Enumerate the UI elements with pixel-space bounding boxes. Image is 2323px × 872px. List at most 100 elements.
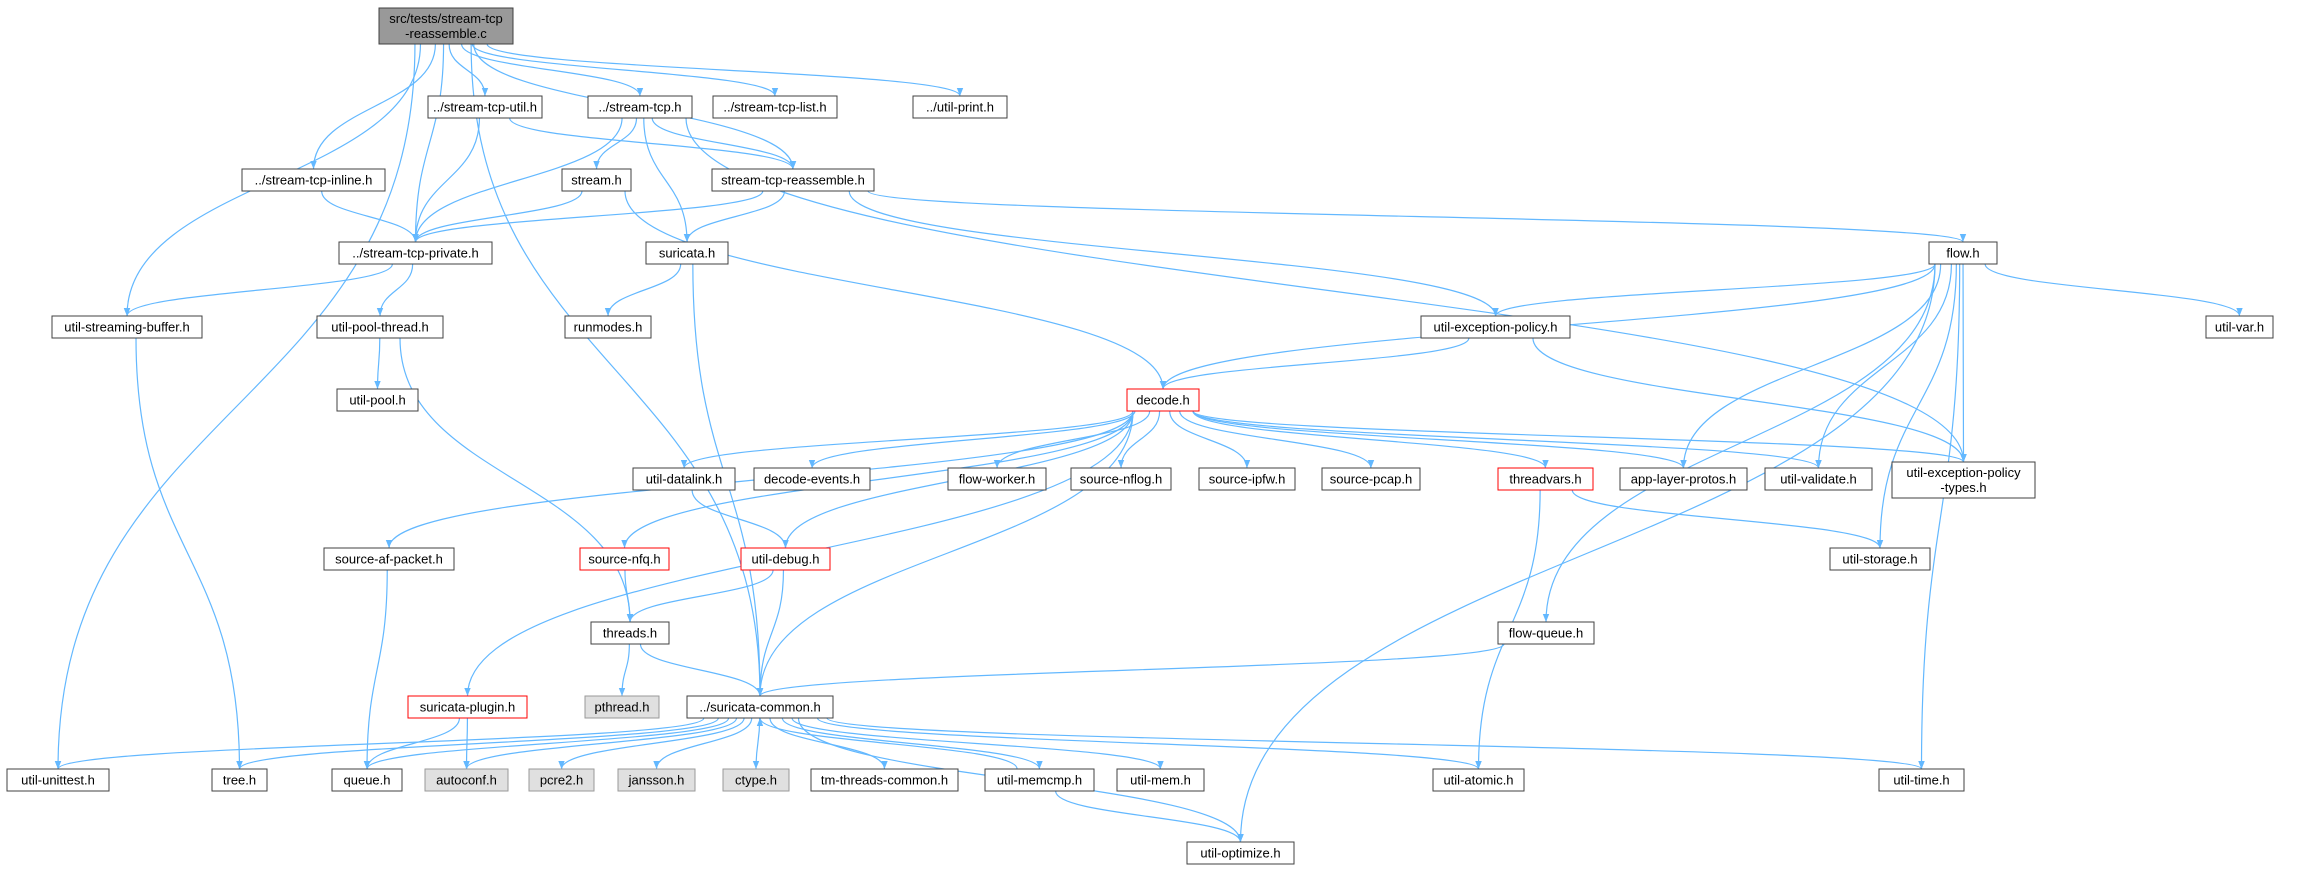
node-box	[1928, 241, 1998, 265]
node-queue-h[interactable]: queue.h	[331, 768, 403, 792]
node-source-nfq[interactable]: source-nfq.h	[579, 547, 670, 571]
edge-flow_queue-to-suricata_common	[757, 643, 1505, 697]
node-box	[584, 695, 660, 719]
node-label: util-debug.h	[752, 552, 820, 567]
node-stream-tcp-reassemble[interactable]: stream-tcp-reassemble.h	[711, 168, 875, 192]
node-util-streaming-buffer[interactable]: util-streaming-buffer.h	[51, 315, 203, 339]
node-label: util-memcmp.h	[997, 773, 1082, 788]
node-stream-tcp[interactable]: ../stream-tcp.h	[587, 95, 693, 119]
node-util-time[interactable]: util-time.h	[1878, 768, 1965, 792]
node-root[interactable]: src/tests/stream-tcp-reassemble.c	[378, 7, 514, 45]
node-label: flow-worker.h	[959, 472, 1036, 487]
node-pcre2-h[interactable]: pcre2.h	[528, 768, 595, 792]
edge-stream_tcp_reassemble-to-stream_tcp_private	[412, 190, 764, 243]
node-label: flow-queue.h	[1509, 626, 1583, 641]
edge-flow_h-to-util_var	[1984, 263, 2243, 317]
node-box	[912, 95, 1008, 119]
node-util-datalink[interactable]: util-datalink.h	[632, 467, 736, 491]
node-util-atomic[interactable]: util-atomic.h	[1432, 768, 1525, 792]
node-label: queue.h	[344, 773, 391, 788]
node-box	[1891, 461, 2036, 499]
node-label: suricata-plugin.h	[420, 700, 515, 715]
node-util-pool[interactable]: util-pool.h	[336, 388, 419, 412]
node-source-ipfw[interactable]: source-ipfw.h	[1198, 467, 1296, 491]
node-box	[1126, 388, 1200, 412]
node-threadvars[interactable]: threadvars.h	[1497, 467, 1594, 491]
edge-root-to-util_unittest	[54, 43, 416, 770]
node-box	[810, 768, 959, 792]
node-tm-threads-common[interactable]: tm-threads-common.h	[810, 768, 959, 792]
node-source-af-packet[interactable]: source-af-packet.h	[323, 547, 455, 571]
node-util-memcmp[interactable]: util-memcmp.h	[984, 768, 1095, 792]
node-decode-h[interactable]: decode.h	[1126, 388, 1200, 412]
node-app-layer-protos[interactable]: app-layer-protos.h	[1619, 467, 1748, 491]
node-threads-h[interactable]: threads.h	[590, 621, 670, 645]
node-autoconf-h[interactable]: autoconf.h	[424, 768, 509, 792]
node-jansson-h[interactable]: jansson.h	[617, 768, 696, 792]
node-box	[712, 95, 838, 119]
node-box	[617, 768, 696, 792]
node-ctype-h[interactable]: ctype.h	[722, 768, 790, 792]
node-util-exception-policy-types[interactable]: util-exception-policy-types.h	[1891, 461, 2036, 499]
node-suricata-plugin[interactable]: suricata-plugin.h	[407, 695, 528, 719]
node-box	[753, 467, 871, 491]
node-label: util-exception-policy-types.h	[1906, 465, 2021, 495]
node-label: util-pool.h	[349, 393, 405, 408]
node-label: ../stream-tcp.h	[598, 100, 681, 115]
edge-util_datalink-to-util_debug	[691, 489, 789, 549]
node-suricata-h[interactable]: suricata.h	[645, 241, 729, 265]
node-label: decode.h	[1136, 393, 1190, 408]
node-flow-worker[interactable]: flow-worker.h	[947, 467, 1047, 491]
node-box	[1116, 768, 1205, 792]
node-label: source-ipfw.h	[1209, 472, 1286, 487]
node-label: util-mem.h	[1130, 773, 1191, 788]
node-runmodes[interactable]: runmodes.h	[564, 315, 652, 339]
node-box	[722, 768, 790, 792]
edge-decode_h-to-source_nflog	[1117, 410, 1161, 469]
node-util-validate[interactable]: util-validate.h	[1764, 467, 1873, 491]
node-box	[1186, 841, 1295, 865]
node-box	[984, 768, 1095, 792]
node-decode-events[interactable]: decode-events.h	[753, 467, 871, 491]
node-util-storage[interactable]: util-storage.h	[1829, 547, 1931, 571]
node-box	[51, 315, 203, 339]
node-box	[564, 315, 652, 339]
edge-suricata_plugin-to-queue_h	[363, 717, 461, 770]
edge-suricata_common-to-util_atomic	[816, 717, 1482, 770]
node-label: util-var.h	[2215, 320, 2264, 335]
edge-suricata_common-to-ctype_h	[752, 717, 761, 770]
edge-suricata_common-to-util_time	[826, 717, 1925, 770]
node-label: src/tests/stream-tcp-reassemble.c	[389, 11, 502, 41]
node-util-var[interactable]: util-var.h	[2205, 315, 2274, 339]
node-label: ../suricata-common.h	[699, 700, 820, 715]
node-util-debug[interactable]: util-debug.h	[740, 547, 831, 571]
node-pthread-h[interactable]: pthread.h	[584, 695, 660, 719]
edge-root-to-stream_tcp_util	[448, 43, 489, 97]
node-flow-h[interactable]: flow.h	[1928, 241, 1998, 265]
node-stream-tcp-inline[interactable]: ../stream-tcp-inline.h	[241, 168, 386, 192]
node-source-pcap[interactable]: source-pcap.h	[1321, 467, 1421, 491]
node-stream-tcp-list[interactable]: ../stream-tcp-list.h	[712, 95, 838, 119]
node-suricata-common[interactable]: ../suricata-common.h	[686, 695, 834, 719]
node-util-exception-policy[interactable]: util-exception-policy.h	[1420, 315, 1571, 339]
node-label: jansson.h	[628, 773, 685, 788]
node-util-mem[interactable]: util-mem.h	[1116, 768, 1205, 792]
node-stream-h[interactable]: stream.h	[561, 168, 632, 192]
node-flow-queue[interactable]: flow-queue.h	[1497, 621, 1595, 645]
edge-root-to-stream_tcp	[460, 43, 644, 97]
node-label: util-storage.h	[1842, 552, 1917, 567]
node-stream-tcp-util[interactable]: ../stream-tcp-util.h	[427, 95, 543, 119]
node-box	[211, 768, 268, 792]
node-tree-h[interactable]: tree.h	[211, 768, 268, 792]
edge-decode_h-to-source_pcap	[1179, 410, 1375, 469]
node-util-optimize[interactable]: util-optimize.h	[1186, 841, 1295, 865]
node-stream-tcp-private[interactable]: ../stream-tcp-private.h	[338, 241, 493, 265]
node-util-print[interactable]: ../util-print.h	[912, 95, 1008, 119]
node-util-pool-thread[interactable]: util-pool-thread.h	[316, 315, 444, 339]
edge-stream_tcp_reassemble-to-util_exception_policy	[848, 190, 1499, 317]
edge-threads_h-to-pthread_h	[618, 643, 630, 697]
node-box	[1198, 467, 1296, 491]
node-util-unittest[interactable]: util-unittest.h	[6, 768, 110, 792]
edge-decode_h-to-util_exception_policy_types	[1192, 410, 1967, 463]
node-source-nflog[interactable]: source-nflog.h	[1070, 467, 1172, 491]
